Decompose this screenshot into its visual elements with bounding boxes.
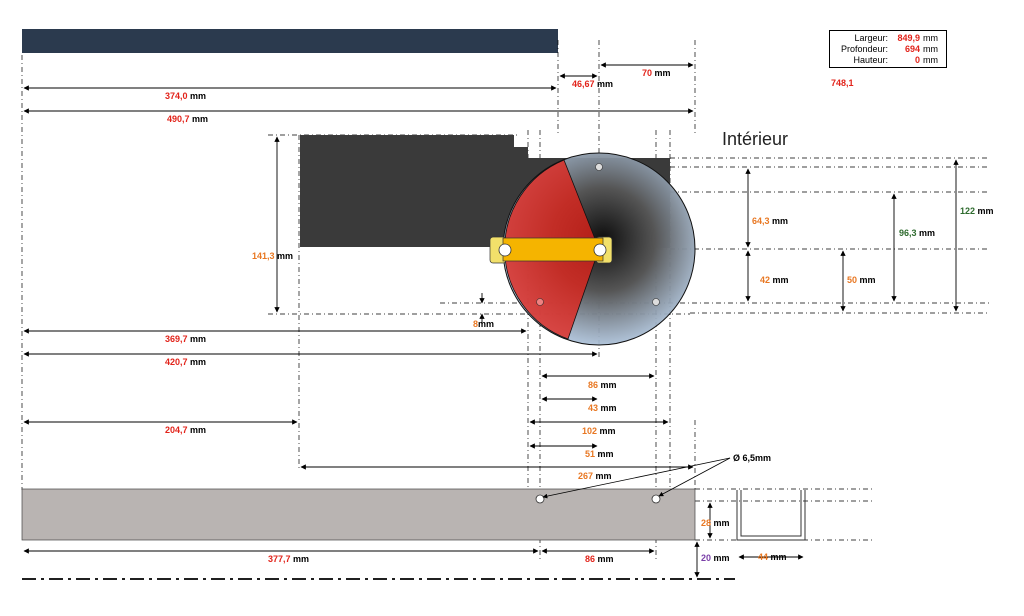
- dimension-arrows: [23, 62, 959, 578]
- orange-arm: [502, 237, 604, 262]
- u-profile: [736, 490, 806, 541]
- dim-102: 102 mm: [582, 426, 616, 436]
- dim-51: 51 mm: [585, 449, 614, 459]
- dim-204-7: 204,7 mm: [165, 425, 206, 435]
- info-row-profondeur: Profondeur: 694 mm: [830, 44, 946, 55]
- bottom-plate: [21, 488, 696, 541]
- disc-hole-right: [652, 298, 660, 306]
- leader-line-right: [658, 457, 731, 497]
- dim-42: 42 mm: [760, 275, 789, 285]
- leader-line-left: [542, 457, 731, 499]
- dim-374: 374,0 mm: [165, 91, 206, 101]
- arm-pin-left: [498, 243, 512, 257]
- dim-96-3: 96,3 mm: [899, 228, 935, 238]
- dim-diameter: Ø 6,5mm: [733, 453, 771, 463]
- top-bar: [22, 29, 558, 53]
- info-label: Profondeur:: [840, 44, 888, 54]
- info-value: 0: [914, 55, 920, 65]
- dim-28: 28 mm: [701, 518, 730, 528]
- info-label: Hauteur:: [853, 55, 888, 65]
- info-unit: mm: [923, 55, 938, 65]
- info-value: 694: [904, 44, 920, 54]
- dim-20: 20 mm: [701, 553, 730, 563]
- disc-hole-top: [595, 163, 603, 171]
- info-label: Largeur:: [854, 33, 888, 43]
- dim-8: 8mm: [473, 319, 494, 329]
- dim-86-bottom: 86 mm: [585, 554, 614, 564]
- dim-141-3: 141,3 mm: [252, 251, 293, 261]
- dim-70: 70 mm: [642, 68, 671, 78]
- info-unit: mm: [923, 44, 938, 54]
- dim-420-7: 420,7 mm: [165, 357, 206, 367]
- plate-hole-right: [651, 494, 661, 504]
- dim-490-7: 490,7 mm: [167, 114, 208, 124]
- dim-43: 43 mm: [588, 403, 617, 413]
- dimensions-info-box: Largeur: 849,9 mm Profondeur: 694 mm Hau…: [829, 30, 947, 68]
- dim-86-top: 86 mm: [588, 380, 617, 390]
- disc-hole-left: [536, 298, 544, 306]
- info-unit: mm: [923, 33, 938, 43]
- plate-hole-left: [535, 494, 545, 504]
- housing-left: [300, 135, 514, 247]
- dim-267: 267 mm: [578, 471, 612, 481]
- dim-377-7: 377,7 mm: [268, 554, 309, 564]
- info-row-largeur: Largeur: 849,9 mm: [830, 33, 946, 44]
- dim-46-67: 46,67 mm: [572, 79, 613, 89]
- arm-pin-right: [593, 243, 607, 257]
- dim-369-7: 369,7 mm: [165, 334, 206, 344]
- info-row-hauteur: Hauteur: 0 mm: [830, 55, 946, 66]
- info-value: 849,9: [897, 33, 920, 43]
- drawing-title: Intérieur: [722, 129, 788, 149]
- dim-64-3: 64,3 mm: [752, 216, 788, 226]
- dim-50: 50 mm: [847, 275, 876, 285]
- dim-44: 44 mm: [758, 552, 787, 562]
- dim-122: 122 mm: [960, 206, 994, 216]
- free-value: 748,1: [831, 78, 854, 88]
